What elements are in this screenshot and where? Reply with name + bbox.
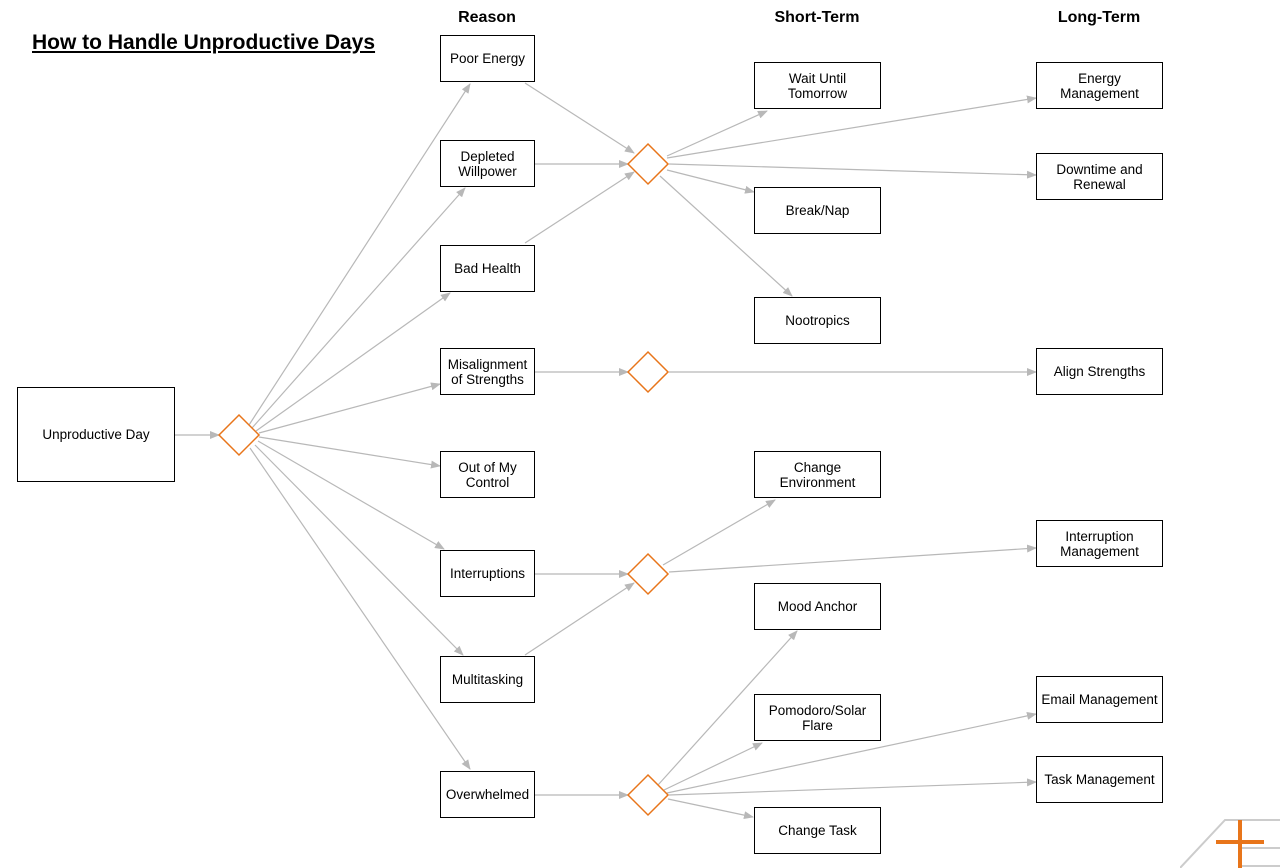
connector-arrow-5 [258, 436, 441, 469]
node-label: Mood Anchor [777, 599, 858, 614]
node-label: Overwhelmed [445, 787, 530, 802]
node-downtime-and-renewal[interactable]: Downtime and Renewal [1036, 153, 1163, 200]
connector-arrow-22 [662, 499, 776, 566]
node-label: Unproductive Day [42, 427, 150, 442]
node-change-task[interactable]: Change Task [754, 807, 881, 854]
node-multitasking[interactable]: Multitasking [440, 656, 535, 703]
connector-arrow-19 [666, 169, 755, 194]
column-header-short-term: Short-Term [774, 9, 860, 26]
node-nootropics[interactable]: Nootropics [754, 297, 881, 344]
node-wait-until-tomorrow[interactable]: Wait Until Tomorrow [754, 62, 881, 109]
node-unproductive-day[interactable]: Unproductive Day [17, 387, 175, 482]
junction-diamond-root [217, 413, 261, 457]
junction-diamond-strengths [626, 350, 670, 394]
node-label: Interruptions [449, 566, 526, 581]
column-header-long-term: Long-Term [1057, 9, 1141, 26]
connector-arrow-18 [668, 163, 1037, 179]
node-label: Downtime and Renewal [1056, 161, 1143, 192]
node-energy-management[interactable]: Energy Management [1036, 62, 1163, 109]
connector-arrow-2 [251, 187, 466, 429]
diagram-title: How to Handle Unproductive Days [32, 31, 376, 54]
connector-arrow-11 [524, 171, 635, 244]
node-label: Nootropics [785, 313, 850, 328]
node-mood-anchor[interactable]: Mood Anchor [754, 583, 881, 630]
node-label: Align Strengths [1053, 364, 1146, 379]
node-label: Break/Nap [785, 203, 850, 218]
node-label: Poor Energy [449, 51, 526, 66]
connector-arrow-3 [255, 292, 451, 432]
connector-arrow-4 [258, 382, 441, 434]
node-label: Email Management [1041, 692, 1158, 707]
connector-arrow-25 [663, 742, 763, 791]
node-label: Change Environment [779, 459, 856, 490]
connector-arrow-24 [657, 630, 798, 786]
logo-mark [1180, 819, 1280, 868]
node-bad-health[interactable]: Bad Health [440, 245, 535, 292]
node-align-strengths[interactable]: Align Strengths [1036, 348, 1163, 395]
node-task-management[interactable]: Task Management [1036, 756, 1163, 803]
node-poor-energy[interactable]: Poor Energy [440, 35, 535, 82]
node-change-environment[interactable]: Change Environment [754, 451, 881, 498]
node-label: Interruption Management [1060, 528, 1139, 559]
node-overwhelmed[interactable]: Overwhelmed [440, 771, 535, 818]
connector-arrow-1 [248, 83, 471, 426]
connector-arrow-16 [666, 110, 768, 157]
node-label: Depleted Willpower [458, 148, 517, 179]
node-break-nap[interactable]: Break/Nap [754, 187, 881, 234]
connector-arrow-20 [659, 175, 793, 297]
junction-diamond-overwhelm [626, 773, 670, 817]
node-label: Bad Health [454, 261, 521, 276]
node-email-management[interactable]: Email Management [1036, 676, 1163, 723]
node-label: Change Task [778, 823, 857, 838]
node-pomodoro-solar-flare[interactable]: Pomodoro/Solar Flare [754, 694, 881, 741]
connector-arrow-27 [668, 778, 1037, 796]
connector-arrow-14 [524, 582, 635, 656]
connector-arrow-17 [666, 95, 1037, 159]
connector-arrow-26 [666, 711, 1037, 794]
connector-arrow-9 [524, 82, 635, 154]
connector-arrow-28 [667, 798, 754, 820]
node-label: Out of My Control [458, 459, 517, 490]
column-header-reason: Reason [458, 9, 516, 26]
node-interruptions[interactable]: Interruptions [440, 550, 535, 597]
junction-diamond-energy [626, 142, 670, 186]
junction-diamond-interruptions [626, 552, 670, 596]
node-misalignment-of-strengths[interactable]: Misalignment of Strengths [440, 348, 535, 395]
node-interruption-management[interactable]: Interruption Management [1036, 520, 1163, 567]
node-depleted-willpower[interactable]: Depleted Willpower [440, 140, 535, 187]
node-label: Multitasking [451, 672, 524, 687]
connector-arrow-8 [249, 447, 471, 770]
node-label: Misalignment of Strengths [447, 356, 528, 387]
node-label: Energy Management [1060, 70, 1139, 101]
connector-arrow-7 [254, 444, 464, 656]
node-label: Wait Until Tomorrow [787, 70, 848, 101]
node-label: Task Management [1044, 772, 1155, 787]
node-out-of-my-control[interactable]: Out of My Control [440, 451, 535, 498]
connector-arrow-6 [257, 440, 445, 550]
connector-arrow-23 [668, 544, 1037, 573]
node-label: Pomodoro/Solar Flare [768, 702, 867, 733]
